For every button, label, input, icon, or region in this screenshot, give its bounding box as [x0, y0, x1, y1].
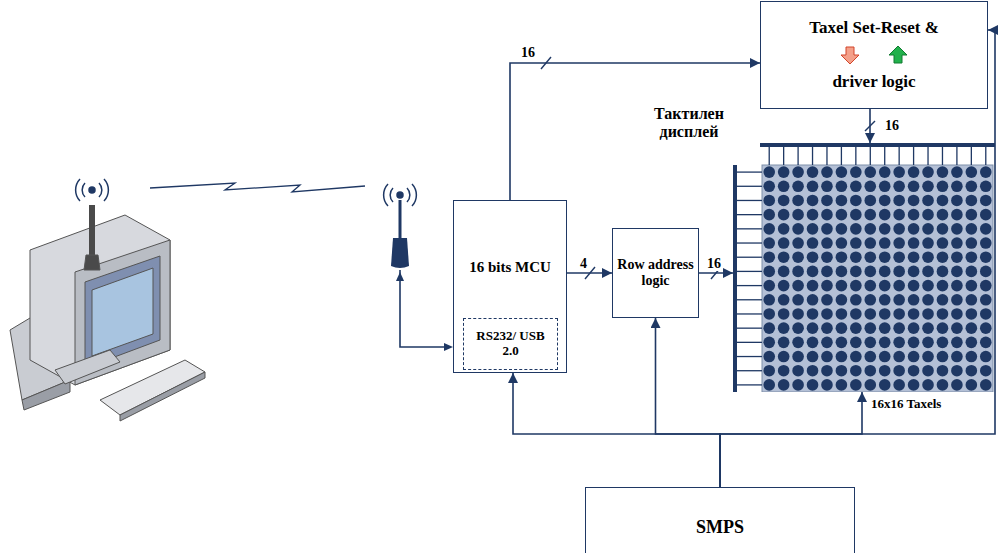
node-text: 16 bits MCU: [458, 259, 562, 276]
node-text: SMPS: [696, 517, 744, 538]
bus-width-label: 16: [884, 118, 900, 133]
tactile-display: Тактилен дисплей16x16 Taxels: [733, 143, 995, 392]
node-text: Taxel Set-Reset &: [809, 18, 939, 38]
node-text: RS232/ USB 2.0: [468, 329, 553, 359]
row-address-box: Row address logic: [612, 228, 699, 318]
driver-logic-box: Taxel Set-Reset & driver logic: [760, 1, 988, 109]
mcu-box: 16 bits MCU RS232/ USB 2.0: [453, 200, 567, 373]
computer-illustration: [10, 205, 205, 421]
node-text: driver logic: [832, 72, 915, 92]
interface-box: RS232/ USB 2.0: [463, 318, 558, 370]
node-text: Row address logic: [617, 257, 694, 289]
node-text: Тактилен дисплей: [641, 105, 737, 142]
bus-width-label: 16: [706, 256, 722, 271]
device-antenna: [384, 184, 453, 351]
bus-slash: [541, 57, 551, 69]
computer-antenna-waves: [76, 179, 109, 201]
smps-box: SMPS: [585, 487, 855, 553]
bus-width-label: 4: [579, 256, 588, 271]
wireless-link: [150, 183, 365, 192]
taxel-matrix: [733, 143, 995, 392]
connector: [720, 392, 862, 487]
connector: [510, 63, 760, 200]
node-text: 16x16 Taxels: [871, 397, 941, 412]
set-reset-arrows: [839, 44, 909, 66]
connector: [656, 318, 721, 487]
bus-width-label: 16: [520, 45, 536, 60]
connector: [513, 373, 720, 487]
bus-slash: [865, 121, 875, 131]
